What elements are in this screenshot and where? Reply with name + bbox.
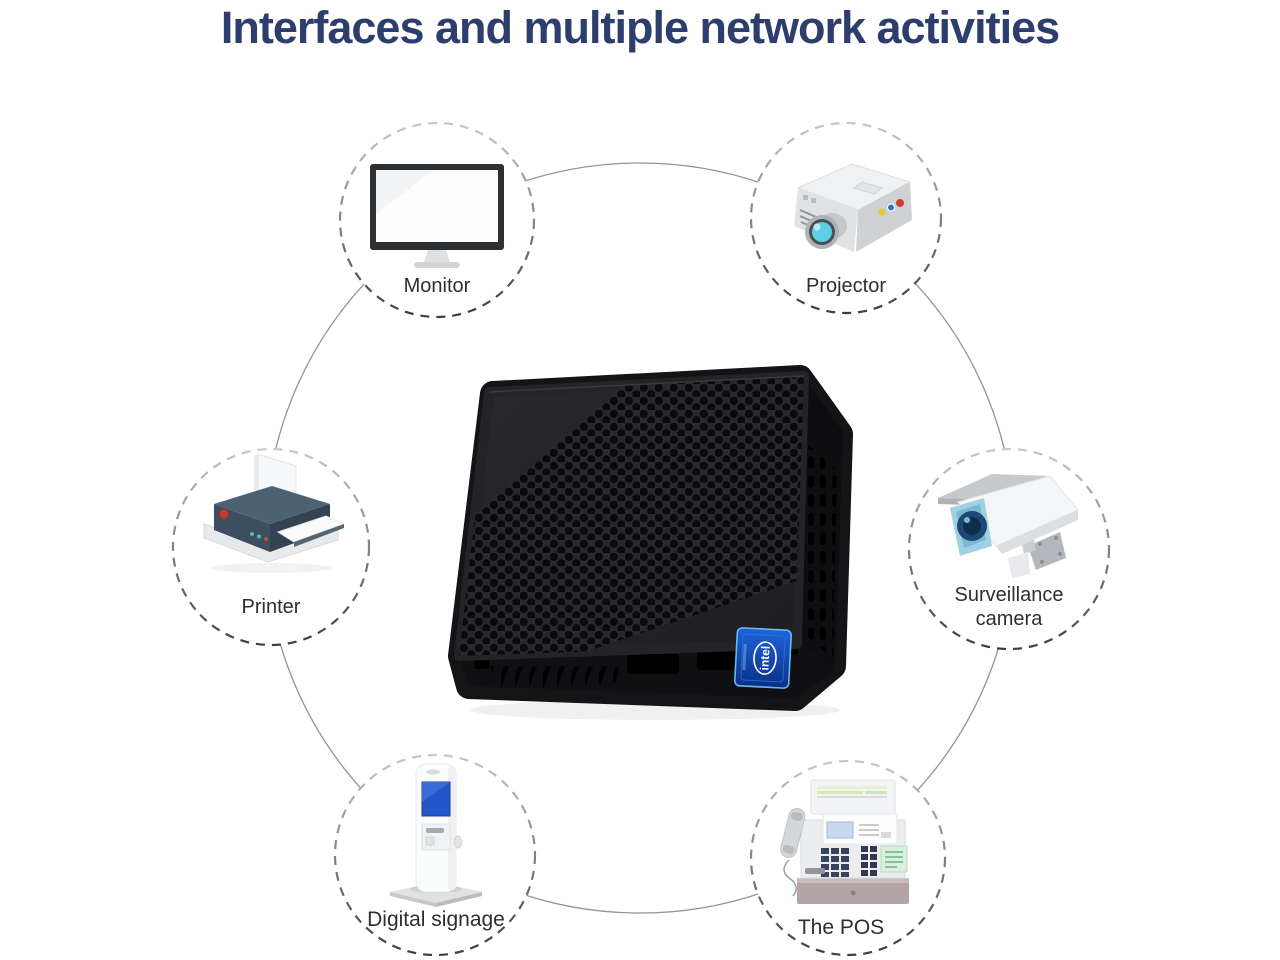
intel-badge-text: intel [757, 645, 772, 670]
printer-label: Printer [241, 596, 301, 618]
digital-signage-label: Digital signage [367, 908, 505, 931]
projector-icon [794, 163, 912, 252]
mini-pc: intel [448, 365, 853, 720]
projector-label: Projector [805, 275, 887, 297]
surveillance-camera-label: Surveillance camera [954, 584, 1064, 630]
pos-display [826, 821, 854, 839]
monitor-label: Monitor [403, 275, 471, 297]
pos-icon [780, 779, 909, 904]
monitor-icon [370, 164, 504, 268]
page-title: Interfaces and multiple network activiti… [220, 2, 1060, 53]
intel-badge: intel [733, 627, 793, 689]
pos-label: The POS [797, 916, 885, 939]
digital-signage-icon [390, 763, 482, 907]
surveillance-camera-icon [938, 474, 1079, 578]
pc-side-vents [797, 376, 843, 668]
pos-handset [780, 807, 806, 858]
pos-keypad [821, 848, 849, 877]
pc-honeycomb-band [459, 376, 804, 656]
printer-icon [203, 453, 346, 573]
